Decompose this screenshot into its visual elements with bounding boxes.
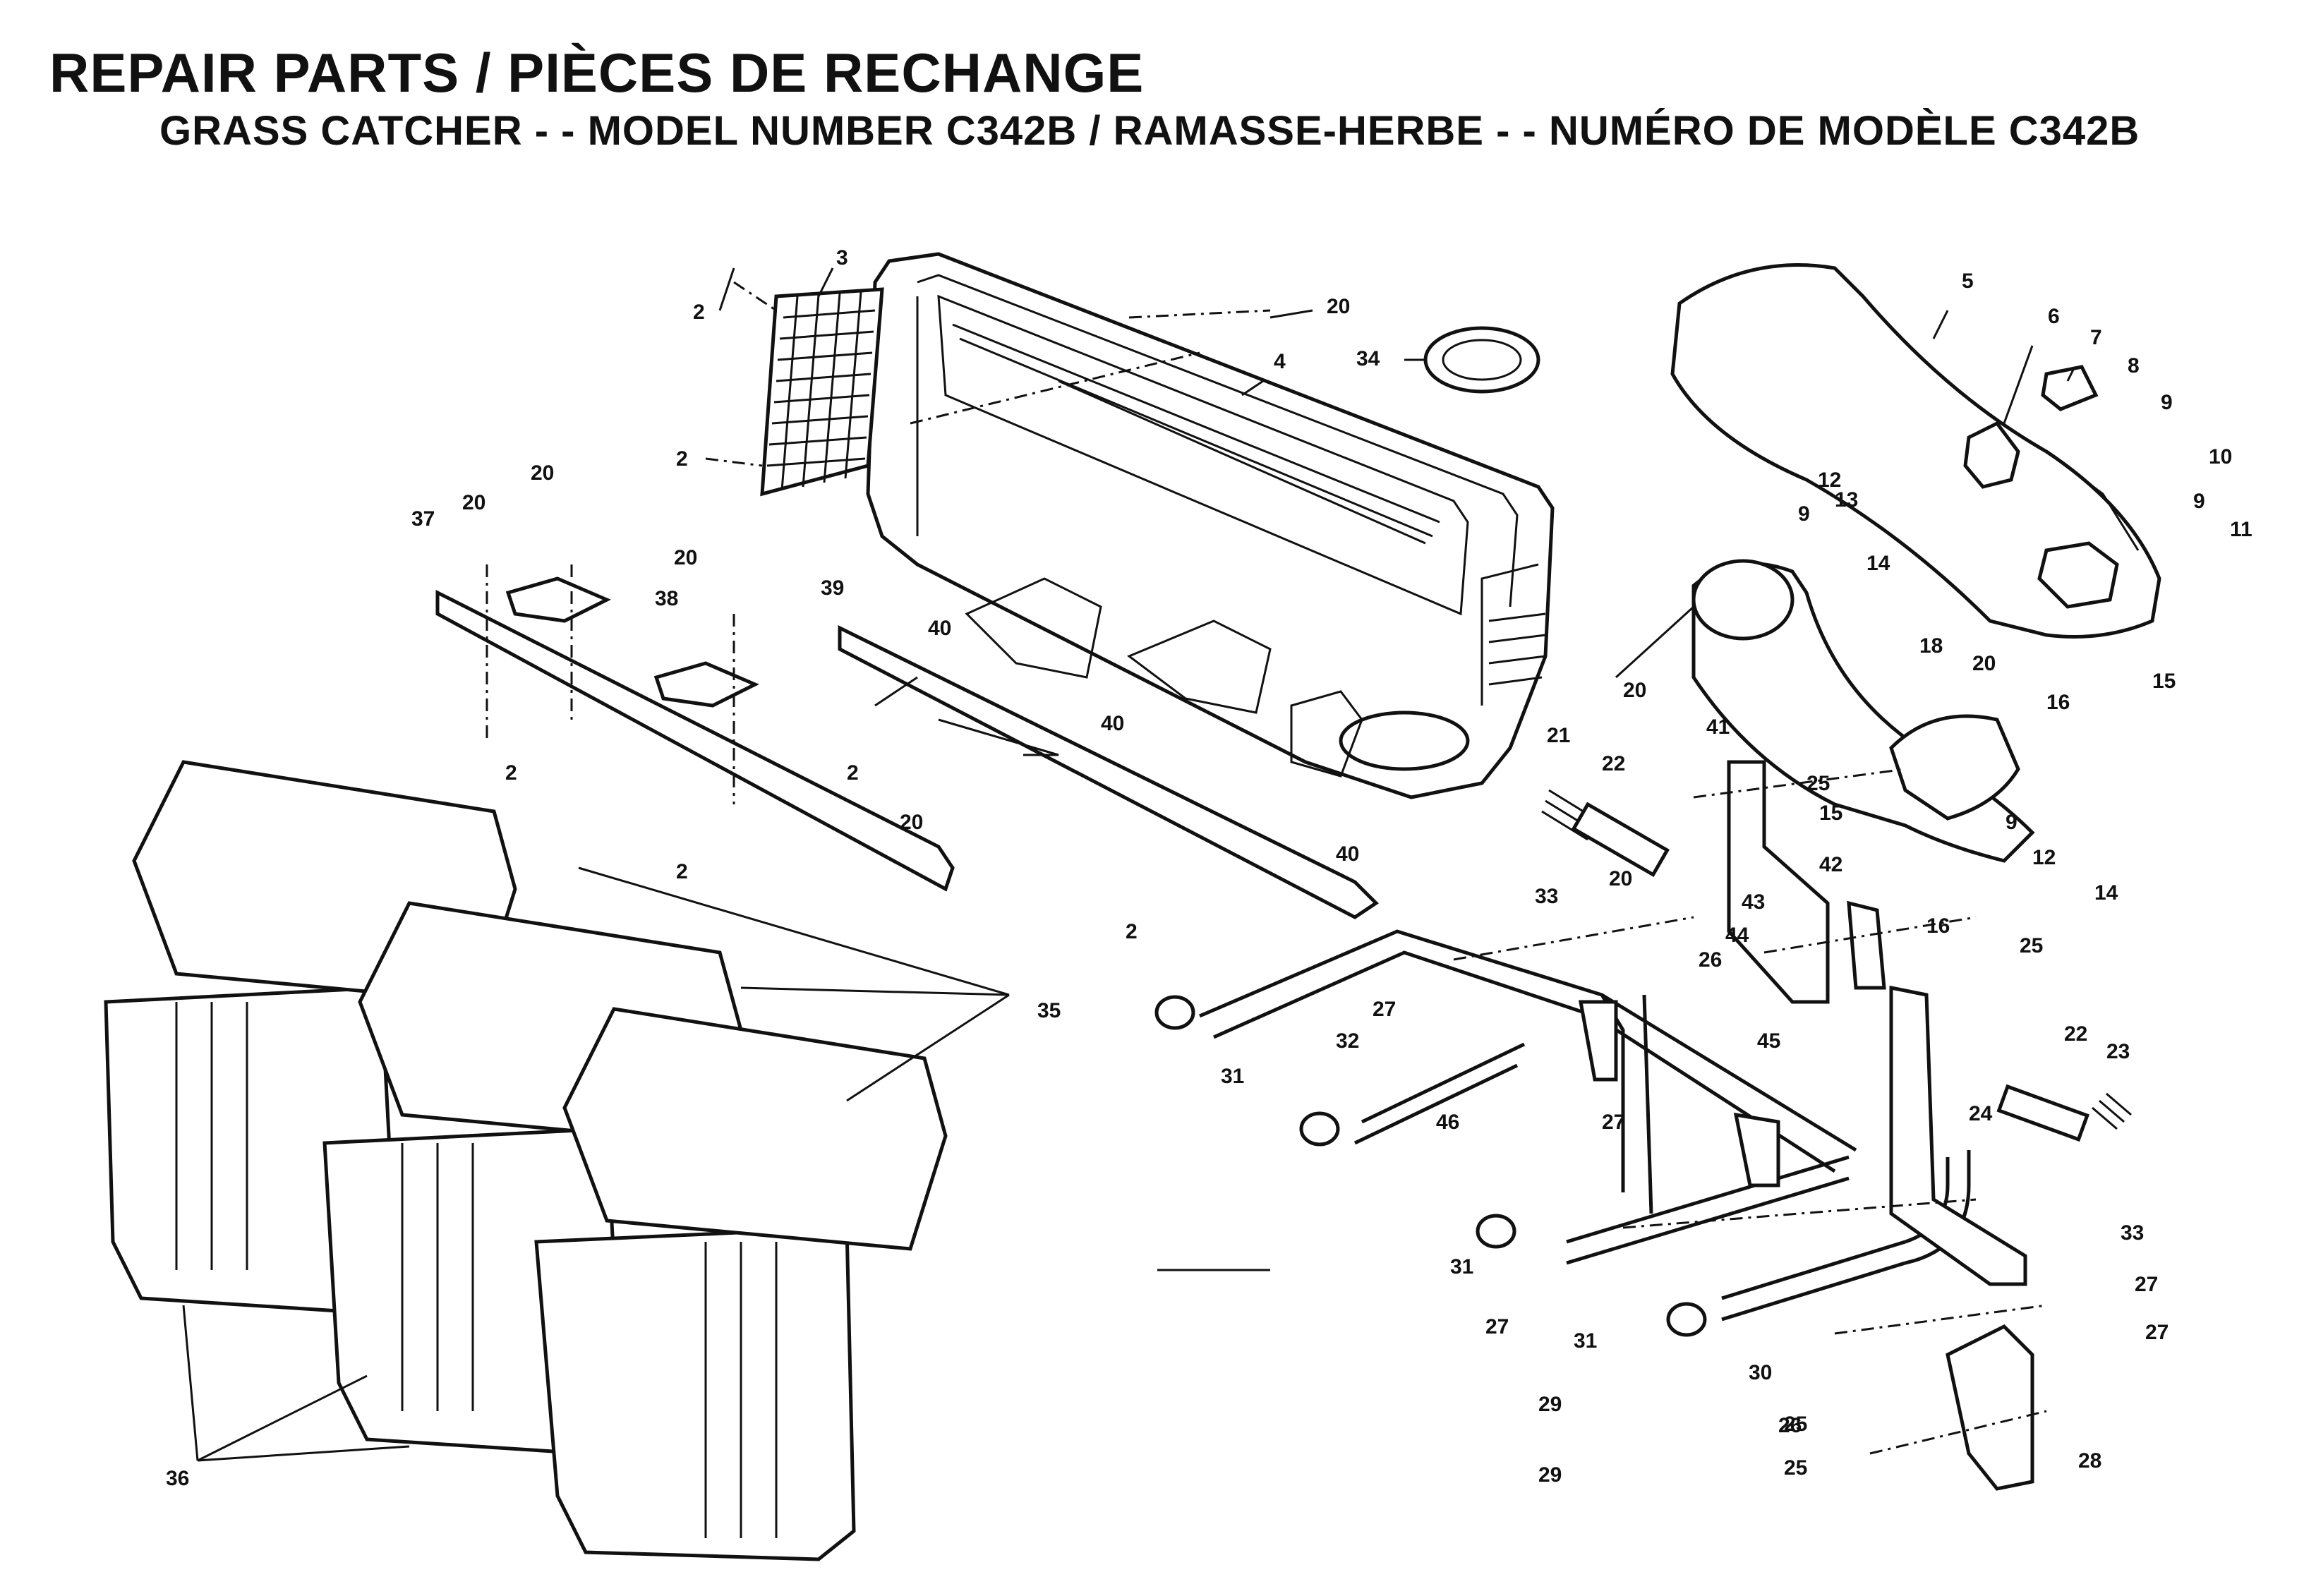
callout-38: 38 [655,587,678,610]
callout-21: 21 [1547,724,1570,747]
callout-27: 27 [2135,1273,2158,1296]
callout-35: 35 [1037,999,1061,1022]
callout-25: 25 [1807,772,1830,795]
callout-15: 15 [2152,670,2176,693]
bracket-28 [1946,1324,2034,1491]
page-title: REPAIR PARTS / PIÈCES DE RECHANGE [49,42,1145,104]
hopper-housing [866,252,1555,799]
callout-25: 25 [1784,1413,1807,1436]
tube-caps [1154,995,1707,1337]
callout-32: 32 [1336,1029,1359,1053]
small-parts-top-right [1963,365,2119,609]
callout-31: 31 [1450,1255,1473,1278]
brackets-38 [505,576,759,708]
callout-2: 2 [676,447,688,471]
callout-9: 9 [1798,502,1810,526]
callout-12: 12 [1818,468,1841,492]
callout-27: 27 [1485,1315,1509,1338]
callout-8: 8 [2128,354,2140,377]
callout-14: 14 [2094,881,2118,905]
callout-24: 24 [1969,1102,1993,1125]
page-subtitle: GRASS CATCHER - - MODEL NUMBER C342B / R… [159,108,2140,154]
leader-lines [182,267,2076,1462]
callout-31: 31 [1221,1065,1244,1088]
mounting-plates [1579,760,2027,1286]
callout-36: 36 [166,1467,189,1490]
callout-2: 2 [693,301,705,324]
callout-14: 14 [1866,552,1890,575]
callout-26: 26 [1778,1414,1802,1437]
callout-10: 10 [2209,445,2232,468]
callout-9: 9 [2006,811,2017,834]
callout-42: 42 [1819,853,1842,876]
callout-29: 29 [1538,1463,1562,1487]
callout-2: 2 [505,761,517,785]
callout-16: 16 [2046,691,2070,714]
callout-26: 26 [1699,948,1722,972]
callout-4: 4 [1274,350,1286,373]
callout-20: 20 [462,491,485,514]
callout-33: 33 [2121,1221,2144,1245]
callout-6: 6 [2048,305,2060,328]
callout-3: 3 [836,246,848,270]
elbow-part [1691,559,2035,863]
callout-25: 25 [2020,934,2043,957]
callout-30: 30 [1749,1361,1772,1384]
callout-31: 31 [1574,1329,1597,1353]
chute-part [1670,263,2161,639]
frame-tubes [1199,929,1971,1322]
callout-9: 9 [2161,391,2173,414]
callout-23: 23 [2106,1040,2130,1063]
callout-20: 20 [1623,679,1646,702]
callout-20: 20 [674,546,697,569]
rails [435,589,1379,919]
callout-20: 20 [900,811,923,834]
callout-20: 20 [1609,867,1632,890]
ring-part [1423,326,1540,394]
callout-41: 41 [1706,715,1730,739]
callout-28: 28 [2078,1449,2101,1473]
callout-45: 45 [1757,1029,1780,1053]
callout-33: 33 [1535,885,1558,908]
callout-11: 11 [2230,518,2252,541]
callout-15: 15 [1819,802,1842,825]
callout-37: 37 [411,507,435,531]
callout-2: 2 [1126,920,1138,943]
screen-part [760,287,884,497]
callout-44: 44 [1725,924,1749,947]
callout-20: 20 [1327,295,1350,318]
springs [1541,789,2132,1142]
callout-22: 22 [2064,1022,2087,1046]
callout-40: 40 [928,617,951,640]
callout-27: 27 [1373,998,1396,1021]
callout-2: 2 [847,761,859,785]
callout-46: 46 [1436,1111,1459,1134]
callout-25: 25 [1784,1456,1807,1480]
callout-22: 22 [1602,752,1625,775]
callout-16: 16 [1926,914,1950,938]
callout-43: 43 [1742,890,1765,914]
callout-34: 34 [1356,347,1380,370]
callout-2: 2 [676,860,688,883]
callout-9: 9 [2193,490,2205,513]
callout-29: 29 [1538,1393,1562,1416]
callout-40: 40 [1336,842,1359,866]
callout-20: 20 [1972,652,1996,675]
callout-40: 40 [1101,712,1124,735]
part-callouts: 2 3 20 4 34 2 5 6 7 8 9 10 9 11 12 13 9 … [166,246,2252,1490]
callout-20: 20 [531,461,554,485]
assembly-dashes [485,281,2047,1455]
callout-27: 27 [1602,1111,1625,1134]
callout-18: 18 [1919,634,1943,658]
callout-12: 12 [2032,846,2056,869]
callout-27: 27 [2145,1321,2169,1344]
callout-39: 39 [821,576,844,600]
callout-13: 13 [1835,488,1858,512]
callout-7: 7 [2090,326,2102,349]
grass-bags [104,760,948,1561]
callout-5: 5 [1962,270,1974,293]
